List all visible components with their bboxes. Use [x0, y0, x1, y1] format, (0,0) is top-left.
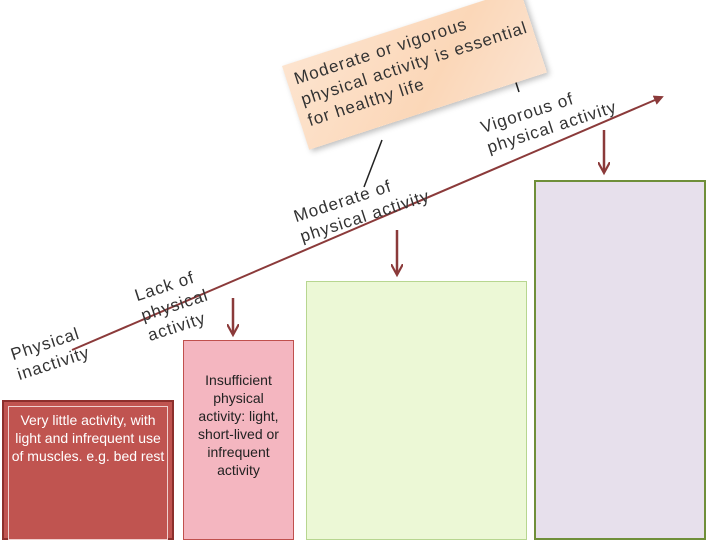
box-vigorous [534, 180, 706, 540]
box-bed-rest-text: Very little activity, with light and inf… [11, 412, 165, 464]
box-insufficient-text: Insufficient physical activity: light, s… [198, 372, 279, 478]
box-insufficient: Insufficient physical activity: light, s… [183, 340, 294, 540]
box-bed-rest-inner: Very little activity, with light and inf… [8, 406, 168, 540]
callout-connector-moderate [363, 139, 383, 188]
box-moderate [306, 281, 527, 540]
activity-scale-arrow [71, 95, 664, 351]
